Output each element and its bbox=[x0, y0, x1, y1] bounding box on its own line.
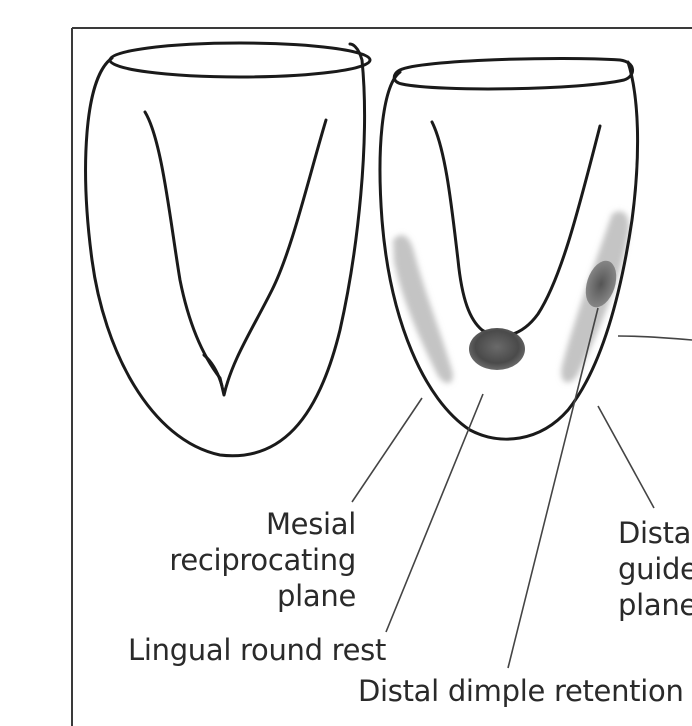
leader-mesial bbox=[352, 398, 422, 502]
left-tooth-inner-groove bbox=[145, 112, 326, 395]
leader-distal-guide bbox=[598, 406, 654, 508]
label-mesial-line2: reciprocating bbox=[169, 543, 356, 577]
mesial-reciprocating-plane-shade bbox=[393, 235, 453, 383]
right-tooth-inner-groove bbox=[432, 122, 600, 336]
label-distal-guide-line2: guide bbox=[618, 552, 692, 586]
leader-distal-guide-upper bbox=[618, 336, 692, 340]
right-tooth bbox=[380, 58, 638, 439]
right-tooth-outline bbox=[380, 62, 638, 439]
label-distal-guide-line1: Distal bbox=[618, 516, 692, 550]
leader-distal-dimple bbox=[508, 308, 598, 668]
right-tooth-incisal-edge bbox=[394, 58, 632, 88]
label-distal-dimple-retention: Distal dimple retention bbox=[358, 674, 684, 708]
left-tooth-incisal-edge bbox=[110, 43, 370, 77]
label-lingual-round-rest: Lingual round rest bbox=[128, 633, 386, 667]
label-distal-guide-line3: plane bbox=[618, 588, 692, 622]
lingual-round-rest bbox=[469, 328, 525, 370]
left-tooth bbox=[86, 43, 370, 456]
label-mesial-line3: plane bbox=[277, 579, 356, 613]
label-mesial-line1: Mesial bbox=[266, 507, 356, 541]
